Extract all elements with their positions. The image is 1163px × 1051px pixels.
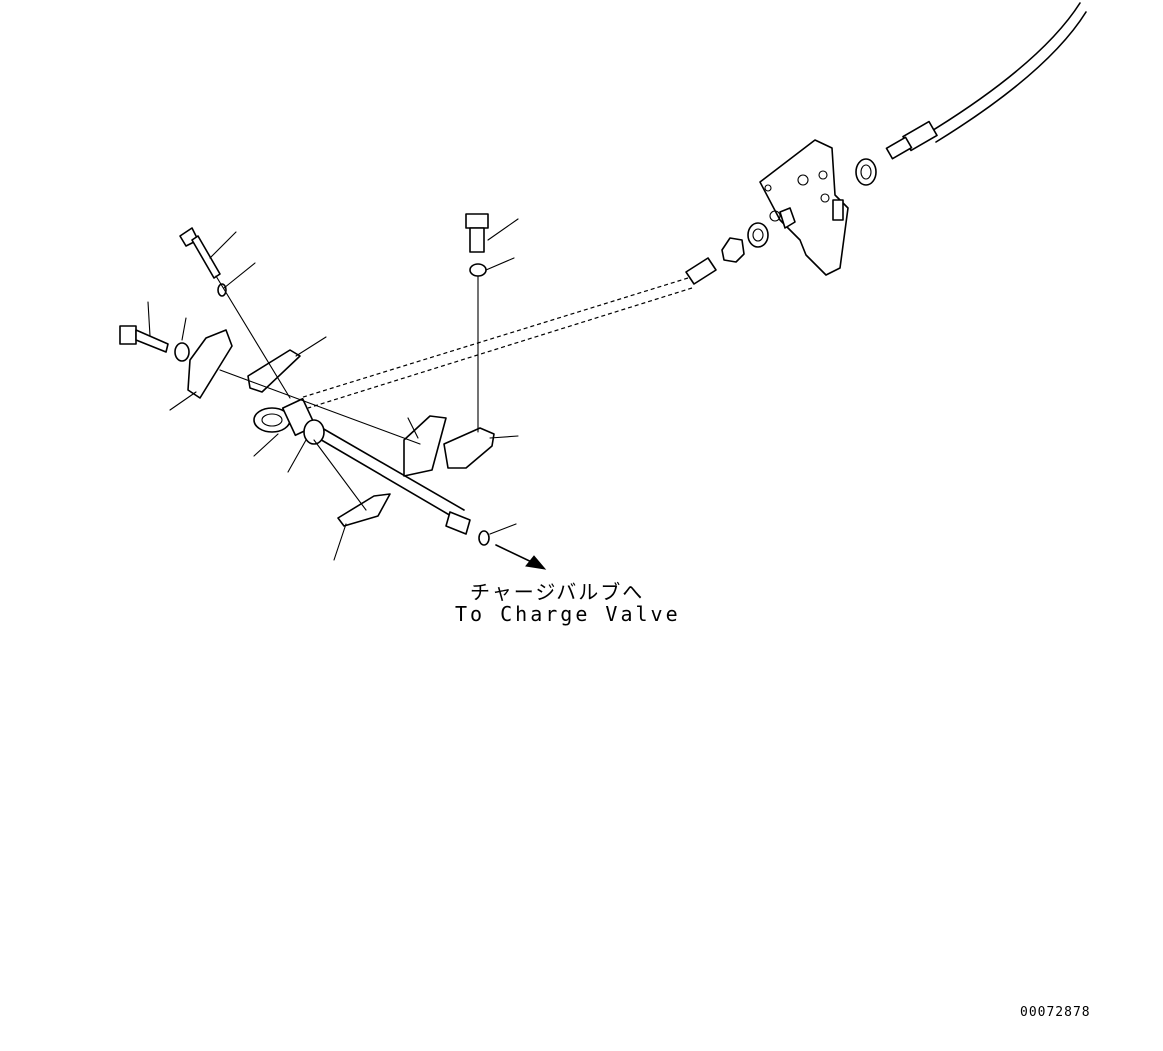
direction-arrow [495, 544, 547, 570]
tube-fitting-upper [685, 257, 717, 285]
bolt-center [465, 213, 489, 253]
document-id: 00072878 [1020, 1005, 1091, 1020]
bolt-upper-left [179, 227, 221, 279]
hose-upper [929, 2, 1087, 143]
leader-lines [147, 218, 519, 561]
washer-middle [747, 222, 769, 248]
washer-bolt-left [174, 342, 190, 362]
tube-dashed-path [299, 277, 693, 409]
washer-bolt-upper-left [217, 283, 227, 297]
bolt-left [119, 325, 169, 353]
clamp-lower [337, 493, 391, 527]
washer-bolt-center [469, 263, 487, 277]
washer-upper [855, 158, 877, 186]
nut [721, 237, 745, 263]
bracket-clip [443, 427, 495, 469]
assembly-lines [215, 275, 479, 511]
mounting-bracket-plate [759, 139, 849, 276]
swivel-connector [253, 397, 325, 445]
hose-fitting [885, 120, 938, 160]
hose-lower [317, 427, 471, 535]
clamp-right [403, 415, 447, 477]
o-ring [478, 530, 490, 546]
clamp-left [187, 329, 233, 399]
destination-label-japanese: チャージバルブへ [470, 580, 645, 604]
destination-label-english: To Charge Valve [455, 602, 681, 626]
